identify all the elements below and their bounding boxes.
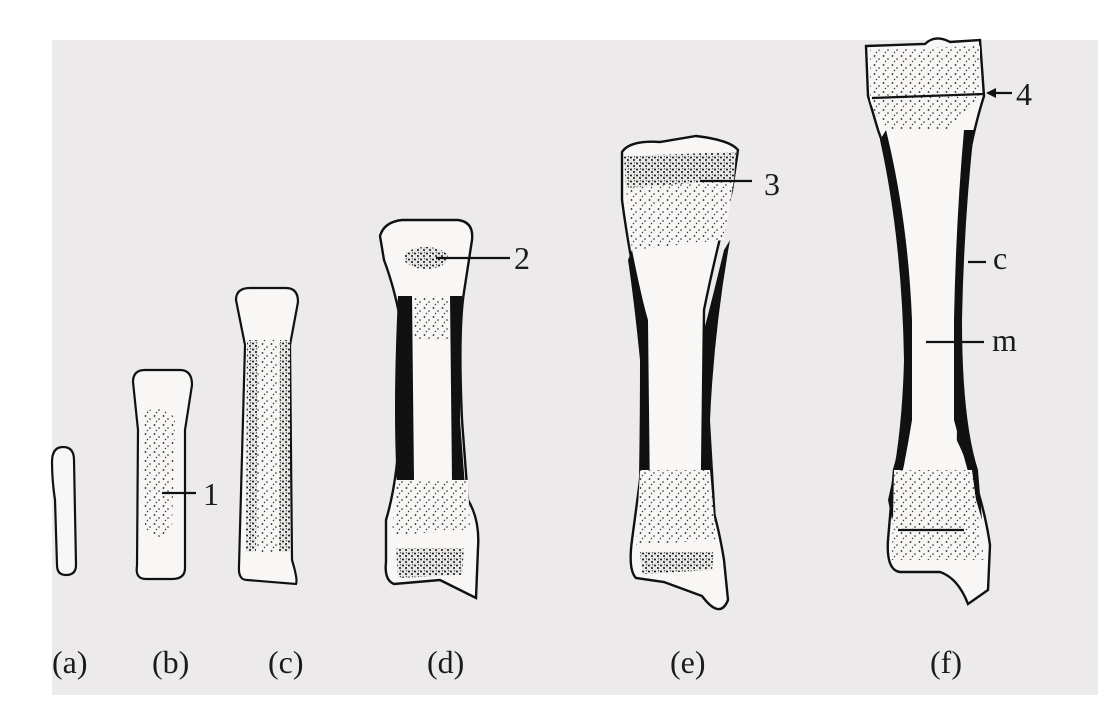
bone-stage-e — [622, 136, 752, 609]
caption-e: (e) — [670, 646, 706, 678]
bone-stage-f — [866, 38, 1012, 604]
callout-label-2: 2 — [514, 242, 530, 274]
caption-d: (d) — [427, 646, 464, 678]
callout-label-1: 1 — [203, 478, 219, 510]
caption-b: (b) — [152, 646, 189, 678]
bone-stage-c — [236, 288, 298, 584]
callout-4-arrowhead — [986, 88, 996, 98]
caption-f: (f) — [930, 646, 962, 678]
callout-label-4: 4 — [1016, 78, 1032, 110]
caption-a: (a) — [52, 646, 88, 678]
callout-label-3: 3 — [764, 168, 780, 200]
callout-label-m: m — [992, 324, 1017, 356]
bone-stage-d — [380, 220, 510, 598]
bone-stage-b — [133, 370, 196, 579]
bone-stage-a — [52, 447, 76, 575]
caption-c: (c) — [268, 646, 304, 678]
callout-label-c: c — [993, 242, 1007, 274]
